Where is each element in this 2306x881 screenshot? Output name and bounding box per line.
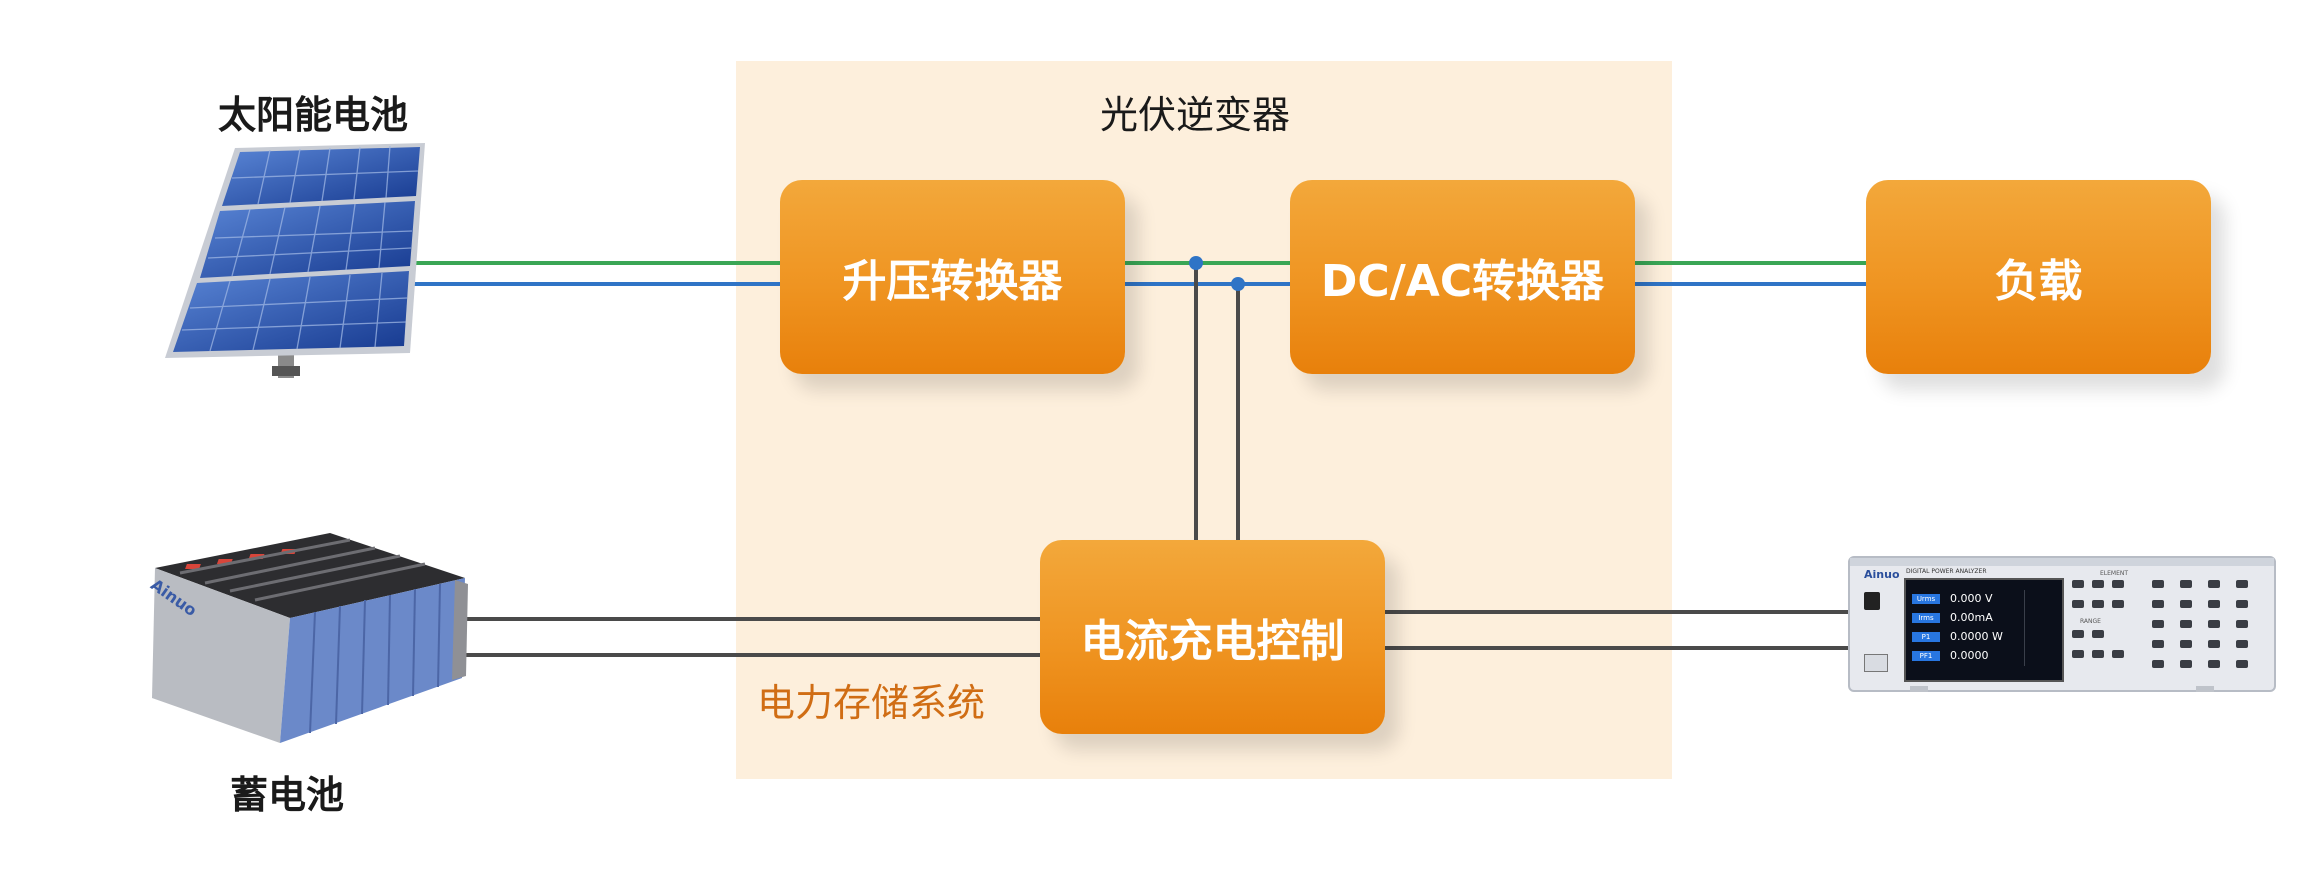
row-tag-3: P1 — [1912, 632, 1940, 642]
battery-pack-icon — [152, 533, 468, 743]
analyzer-top-bar — [1850, 558, 2274, 566]
storage-system-label: 电力存储系统 — [757, 681, 986, 725]
power-analyzer: Ainuo DIGITAL POWER ANALYZER Urms 0.000 … — [1848, 556, 2276, 692]
usb-port-icon — [1864, 654, 1888, 672]
analyzer-screen: Urms 0.000 V Irms 0.00mA P1 0.0000 W PF1… — [1904, 578, 2064, 682]
boost-converter-box: 升压转换器 — [780, 180, 1125, 374]
row-tag-4: PF1 — [1912, 651, 1940, 661]
dcac-converter-box: DC/AC转换器 — [1290, 180, 1635, 374]
row-value-4: 0.0000 — [1950, 649, 1989, 662]
load-box: 负载 — [1866, 180, 2211, 374]
row-tag-1: Urms — [1912, 594, 1940, 604]
analyzer-foot-left — [1910, 686, 1928, 692]
row-value-2: 0.00mA — [1950, 611, 1993, 624]
row-value-1: 0.000 V — [1950, 592, 1993, 605]
junction-dot-2 — [1231, 277, 1245, 291]
inverter-title: 光伏逆变器 — [1100, 93, 1291, 137]
analyzer-brand: Ainuo — [1864, 568, 1900, 581]
analyzer-foot-right — [2196, 686, 2214, 692]
row-value-3: 0.0000 W — [1950, 630, 2003, 643]
analyzer-keypad[interactable] — [2072, 578, 2268, 678]
row-tag-2: Irms — [1912, 613, 1940, 623]
solar-label: 太阳能电池 — [218, 93, 409, 137]
solar-panel-icon — [165, 143, 425, 378]
screen-side-panel — [2024, 590, 2055, 666]
power-switch[interactable] — [1864, 592, 1880, 610]
battery-label: 蓄电池 — [230, 773, 345, 817]
range-group-label: RANGE — [2080, 618, 2101, 625]
element-group-label: ELEMENT — [2100, 570, 2129, 577]
charge-control-box: 电流充电控制 — [1040, 540, 1385, 734]
junction-dot-1 — [1189, 256, 1203, 270]
analyzer-model-title: DIGITAL POWER ANALYZER — [1906, 568, 1987, 575]
